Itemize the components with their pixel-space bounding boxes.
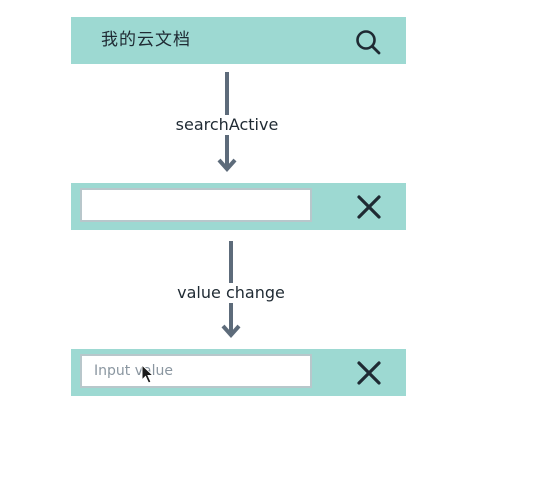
search-bar-input: [71, 349, 406, 396]
transition-label-search-active: searchActive: [127, 115, 327, 135]
close-icon[interactable]: [356, 194, 382, 220]
close-icon[interactable]: [356, 360, 382, 386]
header-bar: 我的云文档: [71, 17, 406, 64]
mouse-pointer-icon: [141, 364, 155, 384]
search-input-with-placeholder[interactable]: [80, 354, 312, 388]
search-icon[interactable]: [354, 28, 382, 56]
search-bar-active: [71, 183, 406, 230]
page-title: 我的云文档: [101, 30, 191, 50]
search-input[interactable]: [80, 188, 312, 222]
transition-label-value-change: value change: [131, 283, 331, 303]
